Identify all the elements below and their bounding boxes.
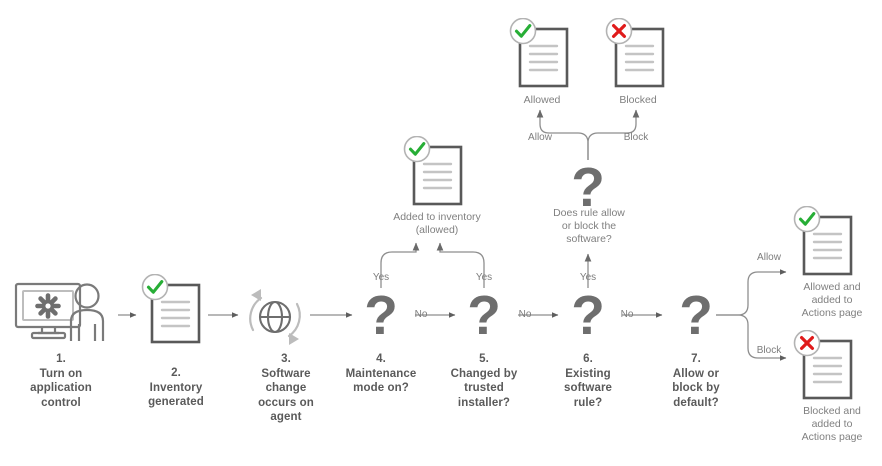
step-3-number: 3. [281,353,291,365]
question-mark-icon-step7: ? [679,284,713,346]
step-6-number: 6. [583,353,593,365]
edge-label-allow-default: Allow [757,252,781,263]
step-3-line-2: change [265,382,307,394]
document-allowed-icon-actions [792,206,862,280]
step-4-line-2: mode on? [353,382,409,394]
outcome-inventory-line-1: Added to inventory [393,211,481,223]
document-blocked-icon-actions [792,330,862,404]
edge-label-no-step6: No [620,309,634,320]
step-4-line-1: Maintenance [345,367,417,380]
decision-rule-line-2: or block the [561,220,617,232]
edge-label-block-default: Block [756,345,782,356]
outcome-allowed-actions-caption: Allowed and added to Actions page [784,281,880,320]
step-1-number: 1. [56,353,66,365]
outcome-allowed-actions-line-1: Allowed and [803,281,861,293]
step-2-number: 2. [171,367,181,379]
step-7-line-2: block by [672,382,720,394]
document-allowed-icon-top [508,18,578,92]
outcome-blocked-top-caption: Blocked [600,94,676,107]
step-5-line-3: installer? [457,396,511,409]
globe-refresh-icon [242,284,308,350]
step-7-label: 7. Allow or block by default? [648,352,744,410]
outcome-allowed-actions-line-2: added to [811,294,853,306]
step-3-label: 3. Software change occurs on agent [240,352,332,425]
step-6-line-2: software [563,382,613,394]
question-mark-icon-step5: ? [467,284,501,346]
decision-rule-line-1: Does rule allow [553,207,625,219]
document-blocked-icon-top [604,18,674,92]
document-allowed-icon [140,274,210,348]
outcome-allowed-actions-line-3: Actions page [801,307,863,319]
step-7-number: 7. [691,353,701,365]
decision-rule-line-3: software? [566,233,612,245]
step-6-label: 6. Existing software rule? [540,352,636,410]
step-4-label: 4. Maintenance mode on? [333,352,429,396]
outcome-blocked-actions-caption: Blocked and added to Actions page [784,405,880,444]
edge-label-allow-rule: Allow [528,132,552,143]
step-6-line-1: Existing [565,367,611,380]
question-mark-icon-step4: ? [364,284,398,346]
step-5-line-1: Changed by [450,367,518,380]
question-mark-icon-rule: ? [571,156,605,218]
step-3-line-3: occurs on [258,396,314,409]
step-4-number: 4. [376,353,386,365]
outcome-allowed-top-caption: Allowed [504,94,580,107]
edge-label-yes-step6: Yes [579,272,597,283]
step-7-line-3: default? [673,396,719,409]
step-1-line-3: control [41,396,81,409]
step-3-line-1: Software [261,367,311,380]
step-1-label: 1. Turn on application control [13,352,109,410]
document-allowed-icon-inventory [402,136,472,210]
edge-label-no-step4: No [414,309,428,320]
outcome-blocked-top-line-1: Blocked [619,94,657,106]
outcome-inventory-line-2: (allowed) [415,224,459,236]
step-3-line-4: agent [270,411,302,423]
outcome-allowed-top-line-1: Allowed [523,94,561,106]
edge-7-allow [716,269,787,316]
monitor-user-icon [14,281,118,347]
step-1-line-1: Turn on [39,367,83,380]
step-7-line-1: Allow or [672,367,720,380]
question-mark-icon-step6: ? [571,284,605,346]
step-2-line-1: Inventory [149,381,203,394]
outcome-blocked-actions-line-2: added to [811,418,853,430]
edge-label-yes-step5: Yes [475,272,493,283]
step-2-label: 2. Inventory generated [128,366,224,410]
step-5-number: 5. [479,353,489,365]
decision-rule-caption: Does rule allow or block the software? [532,207,646,246]
step-2-line-2: generated [148,396,204,408]
edge-label-block-rule: Block [623,132,649,143]
edge-label-yes-step4: Yes [372,272,390,283]
edge-label-no-step5: No [518,309,532,320]
step-5-label: 5. Changed by trusted installer? [436,352,532,410]
step-1-line-2: application [30,382,92,394]
step-6-line-3: rule? [573,396,603,409]
step-5-line-2: trusted [464,382,504,394]
outcome-inventory-caption: Added to inventory (allowed) [372,211,502,237]
outcome-blocked-actions-line-3: Actions page [801,431,863,443]
outcome-blocked-actions-line-1: Blocked and [803,405,861,417]
